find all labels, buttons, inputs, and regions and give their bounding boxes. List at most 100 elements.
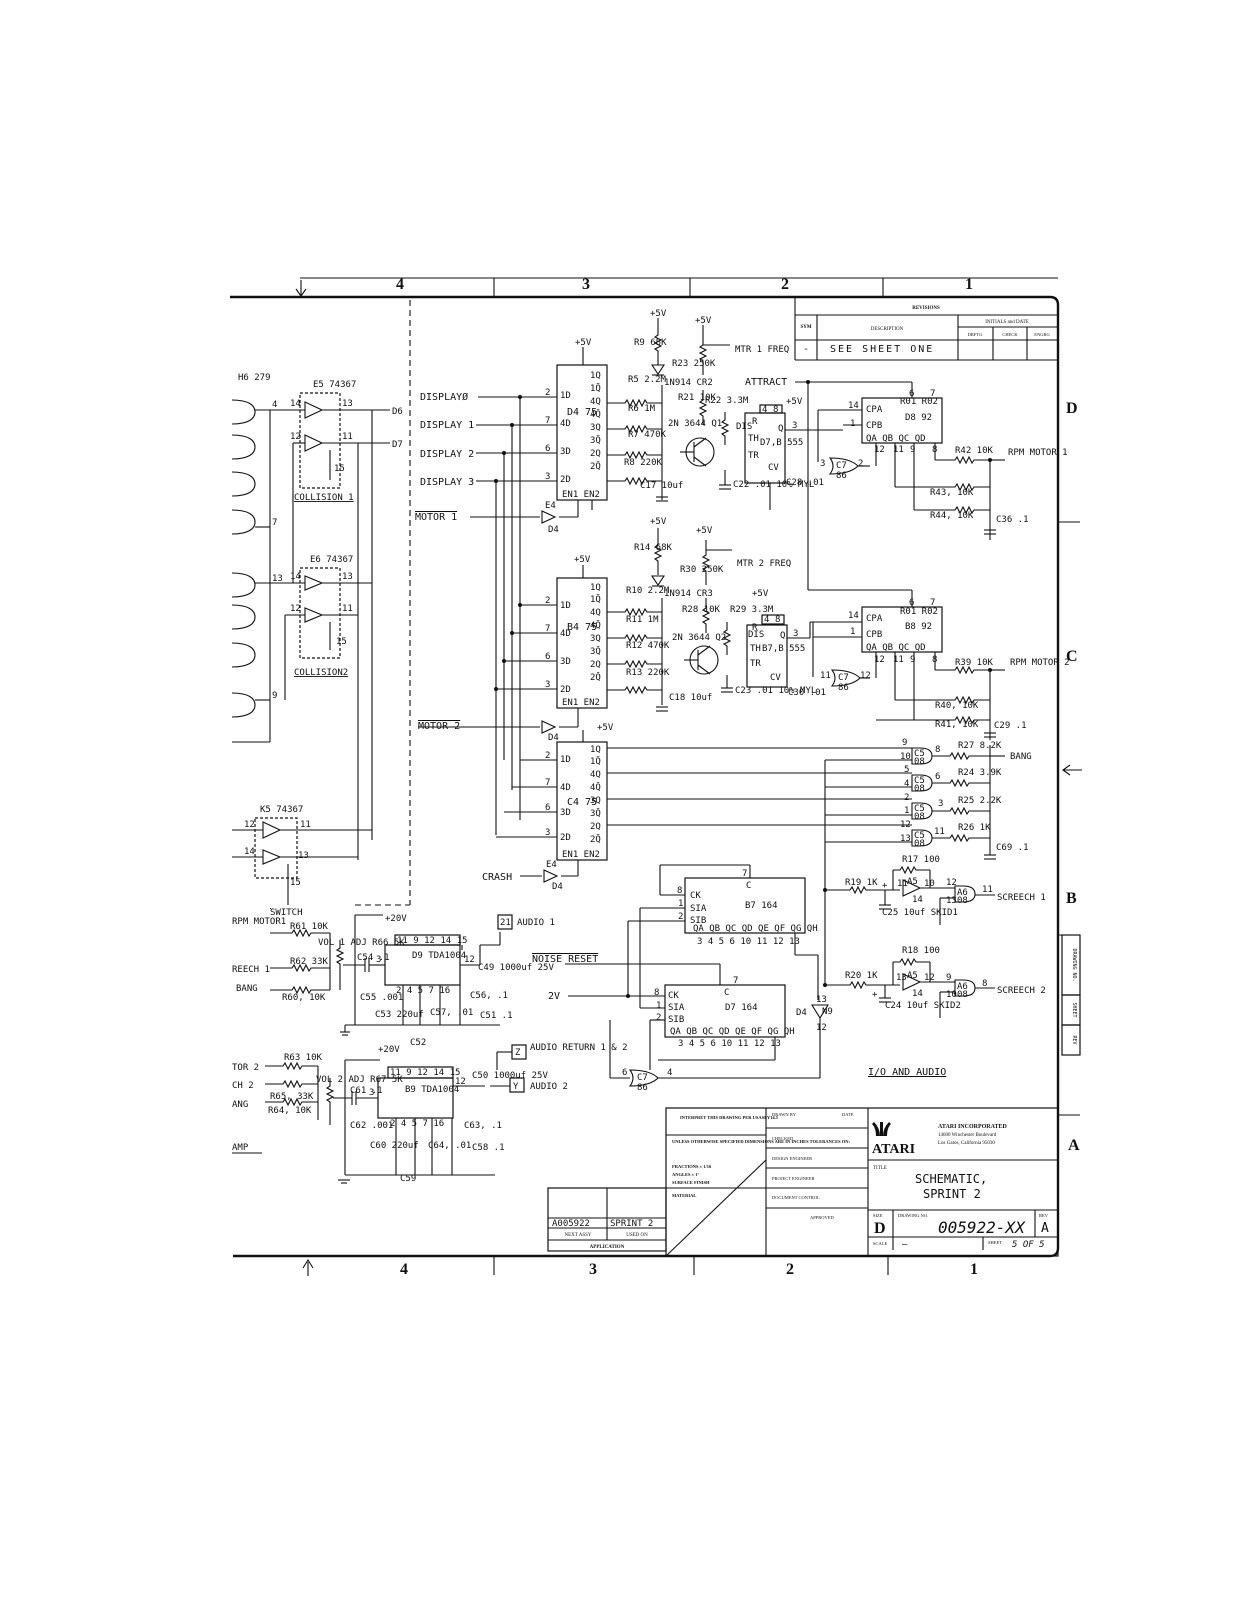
r6-label: R6 1M xyxy=(628,404,656,414)
svg-text:1: 1 xyxy=(904,806,909,816)
zone-top-1: 1 xyxy=(965,276,973,293)
svg-text:C: C xyxy=(746,881,751,891)
svg-text:1Q̄: 1Q̄ xyxy=(590,593,601,605)
r27-label: R27 8.2K xyxy=(958,741,1002,751)
c58-label: C58 .1 xyxy=(472,1143,505,1153)
r29-label: R29 3.3M xyxy=(730,605,774,615)
signal-audio-return: AUDIO RETURN 1 & 2 xyxy=(530,1043,628,1053)
screech-circuits: R19 1K + C25 10uf SKID1 A5 14 11 10 R17 … xyxy=(823,855,1046,1018)
zone-row-c: C xyxy=(1066,648,1078,665)
svg-text:4D: 4D xyxy=(560,419,571,429)
svg-text:CPA: CPA xyxy=(866,614,883,624)
c61-label: C61 .1 xyxy=(350,1086,383,1096)
h6-gate-array: H6 279 4 7 13 9 xyxy=(231,373,305,743)
svg-text:08: 08 xyxy=(914,784,925,794)
svg-text:CPA: CPA xyxy=(866,405,883,415)
c29-label: C29 .1 xyxy=(994,721,1027,731)
r41-label: R41, 10K xyxy=(935,720,979,730)
c60-label: C60 220uf xyxy=(370,1141,419,1151)
r63-label: R63 10K xyxy=(284,1053,323,1063)
zone-bottom-4: 4 xyxy=(400,1261,408,1278)
node-z: Z xyxy=(515,1048,521,1058)
size-value: D xyxy=(874,1220,886,1237)
size-label: SIZE xyxy=(873,1213,883,1218)
signal-d6: D6 xyxy=(392,407,403,417)
c51-label: C51 .1 xyxy=(480,1011,513,1021)
signal-attract: ATTRACT xyxy=(745,377,787,388)
svg-text:12: 12 xyxy=(290,604,301,614)
svg-text:3Q̄: 3Q̄ xyxy=(590,807,601,819)
application-block: A005922 SPRINT 2 NEXT ASSY USED ON APPLI… xyxy=(547,1187,667,1252)
left-ang: ANG xyxy=(232,1100,248,1110)
svg-text:N9: N9 xyxy=(822,1007,833,1017)
svg-text:8: 8 xyxy=(982,979,987,989)
svg-text:+: + xyxy=(882,881,888,891)
svg-text:R01 R02: R01 R02 xyxy=(900,607,938,617)
svg-text:SIA: SIA xyxy=(668,1003,685,1013)
svg-text:10: 10 xyxy=(900,752,911,762)
c54-label: C54 .1 xyxy=(357,953,390,963)
svg-text:08: 08 xyxy=(957,896,968,906)
revisions-col-sym: SYM xyxy=(800,325,811,330)
svg-text:3: 3 xyxy=(938,799,943,809)
left-tor2: TOR 2 xyxy=(232,1063,259,1073)
svg-text:10: 10 xyxy=(924,879,935,889)
svg-text:3: 3 xyxy=(792,421,797,431)
svg-text:4Q̄: 4Q̄ xyxy=(590,781,601,793)
svg-text:QA QB QC QD QE QF QG QH: QA QB QC QD QE QF QG QH xyxy=(693,924,818,934)
svg-text:1: 1 xyxy=(850,627,855,637)
drawing-number: 005922-XX xyxy=(938,1218,1026,1237)
chip-k5-label: K5 74367 xyxy=(260,805,303,815)
company-address1: 14600 Winchester Boulevard xyxy=(938,1133,997,1138)
svg-text:4Q̄: 4Q̄ xyxy=(590,408,601,420)
r13-label: R13 220K xyxy=(626,668,670,678)
c4-plus5v: +5V xyxy=(597,723,614,733)
svg-text:7: 7 xyxy=(272,518,277,528)
svg-text:15: 15 xyxy=(334,464,345,474)
svg-text:A6: A6 xyxy=(957,888,968,898)
r30-label: R30 250K xyxy=(680,565,724,575)
svg-text:12: 12 xyxy=(290,432,301,442)
svg-text:CK: CK xyxy=(668,991,679,1001)
atari-logo-text: ATARI xyxy=(872,1142,915,1157)
c36-label: C36 .1 xyxy=(996,515,1029,525)
svg-text:7: 7 xyxy=(930,598,935,608)
svg-text:C7: C7 xyxy=(637,1073,648,1083)
svg-text:D4: D4 xyxy=(548,733,559,743)
revisions-block: REVISIONS SYM DESCRIPTION INITIALS and D… xyxy=(794,298,1057,361)
c50-label: C50 1000uf 25V xyxy=(472,1071,548,1081)
r62-label: R62 33K xyxy=(290,957,329,967)
company-address2: Los Gatos, California 95030 xyxy=(938,1141,995,1146)
svg-text:A5: A5 xyxy=(907,971,918,981)
section-title-io-audio: I/O AND AUDIO xyxy=(868,1067,946,1078)
c63-label: C63, .1 xyxy=(464,1121,502,1131)
zone-top-2: 2 xyxy=(781,276,789,293)
chip-d8: ATTRACT 6 7 CPA CPB R01 R02 D8 92 QA QB … xyxy=(745,377,1068,590)
svg-text:15: 15 xyxy=(290,878,301,888)
svg-text:11: 11 xyxy=(342,432,353,442)
svg-text:4: 4 xyxy=(904,779,909,789)
svg-text:3: 3 xyxy=(545,472,550,482)
node-y: Y xyxy=(513,1082,519,1092)
svg-text:3: 3 xyxy=(369,1088,374,1098)
cr3-label: 1N914 CR3 xyxy=(664,589,713,599)
audio-amp-b9: TOR 2 CH 2 ANG AMP R63 10K R65, 33K R64,… xyxy=(232,1045,568,1184)
svg-text:2D: 2D xyxy=(560,685,571,695)
r39-label: R39 10K xyxy=(955,658,994,668)
svg-text:6: 6 xyxy=(545,652,550,662)
r26-label: R26 1K xyxy=(958,823,991,833)
svg-text:8: 8 xyxy=(935,745,940,755)
revisions-col-drftg: DRFTG xyxy=(968,332,984,337)
revisions-col-initials: INITIALS and DATE xyxy=(985,320,1029,325)
svg-text:DIS: DIS xyxy=(748,630,764,640)
svg-text:A5: A5 xyxy=(907,877,918,887)
r18-label: R18 100 xyxy=(902,946,940,956)
svg-text:R: R xyxy=(752,417,758,427)
zone-bottom-2: 2 xyxy=(786,1261,794,1278)
svg-text:12: 12 xyxy=(455,1077,466,1087)
motor1-resistor-ladder: R5 2.2M R6 1M R7 470K R8 220K R9 68K +5V… xyxy=(607,309,713,502)
svg-text:14: 14 xyxy=(290,572,301,582)
chip-b7-label: B7 164 xyxy=(745,901,778,911)
svg-text:4: 4 xyxy=(667,1068,672,1078)
svg-text:12: 12 xyxy=(244,820,255,830)
